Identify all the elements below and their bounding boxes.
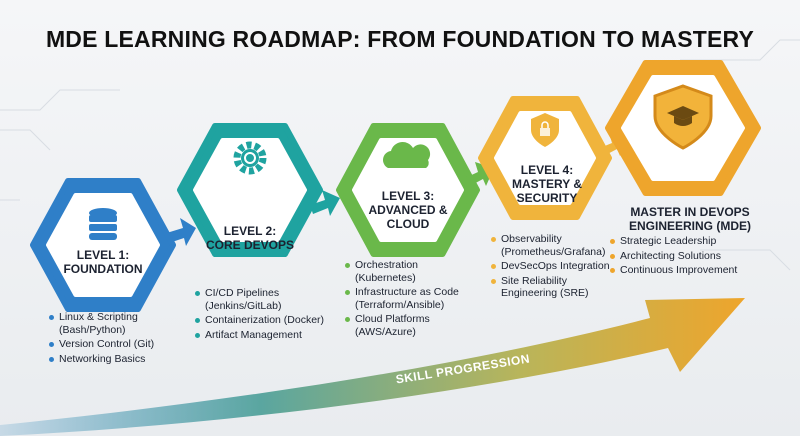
master-title: MASTER IN DEVOPS ENGINEERING (MDE) [615, 205, 765, 233]
level-1-list: Linux & Scripting (Bash/Python) Version … [48, 311, 188, 367]
level-title-line: CLOUD [386, 217, 430, 231]
list-item: Version Control (Git) [48, 338, 188, 351]
level-title-line: FOUNDATION [63, 262, 143, 276]
level-title-line: LEVEL 4: [520, 163, 574, 177]
level-title-line: ENGINEERING (MDE) [628, 219, 751, 233]
list-item: Containerization (Docker) [194, 314, 334, 327]
skill-progression-arrow [0, 298, 745, 436]
list-item: Networking Basics [48, 353, 188, 366]
list-item: Infrastructure as Code (Terraform/Ansibl… [344, 286, 469, 311]
list-item: Continuous Improvement [609, 264, 789, 277]
level-3-hexagon [336, 123, 480, 257]
list-item: Artifact Management [194, 329, 334, 342]
level-4-list: Observability (Prometheus/Grafana) DevSe… [490, 233, 615, 302]
list-item: Site Reliability Engineering (SRE) [490, 275, 615, 300]
list-item: Orchestration (Kubernetes) [344, 259, 469, 284]
level-3-list: Orchestration (Kubernetes) Infrastructur… [344, 259, 469, 340]
database-icon [89, 208, 117, 240]
level-2-title: LEVEL 2: CORE DEVOPS [200, 224, 300, 252]
level-2-list: CI/CD Pipelines (Jenkins/GitLab) Contain… [194, 287, 334, 343]
level-title-line: CORE DEVOPS [205, 238, 295, 252]
level-5-hexagon [605, 60, 761, 196]
list-item: Observability (Prometheus/Grafana) [490, 233, 615, 258]
level-title-line: MASTERY & [511, 177, 582, 191]
list-item: DevSecOps Integration [490, 260, 615, 273]
list-item: Architecting Solutions [609, 250, 789, 263]
level-4-hexagon [478, 96, 612, 220]
arrow-2-3 [310, 190, 340, 216]
level-title-line: SECURITY [516, 191, 578, 205]
level-title-line: LEVEL 1: [76, 248, 130, 262]
level-title-line: MASTER IN DEVOPS [630, 205, 750, 219]
level-1-title: LEVEL 1: FOUNDATION [53, 248, 153, 276]
list-item: Cloud Platforms (AWS/Azure) [344, 313, 469, 338]
list-item: CI/CD Pipelines (Jenkins/GitLab) [194, 287, 334, 312]
level-title-line: ADVANCED & [368, 203, 448, 217]
shield-lock-icon [531, 113, 559, 147]
list-item: Strategic Leadership [609, 235, 789, 248]
shield-graduation-cap-icon [653, 84, 713, 150]
level-title-line: LEVEL 2: [223, 224, 277, 238]
level-3-title: LEVEL 3: ADVANCED & CLOUD [358, 189, 458, 231]
page-title: MDE LEARNING ROADMAP: FROM FOUNDATION TO… [45, 26, 755, 52]
level-1-hexagon [30, 178, 176, 312]
list-item: Linux & Scripting (Bash/Python) [48, 311, 188, 336]
level-title-line: LEVEL 3: [381, 189, 435, 203]
level-2-hexagon [177, 123, 323, 257]
gear-sync-icon [233, 141, 267, 175]
master-list: Strategic Leadership Architecting Soluti… [609, 235, 789, 279]
level-4-title: LEVEL 4: MASTERY & SECURITY [497, 163, 597, 205]
cloud-icon [383, 142, 431, 168]
